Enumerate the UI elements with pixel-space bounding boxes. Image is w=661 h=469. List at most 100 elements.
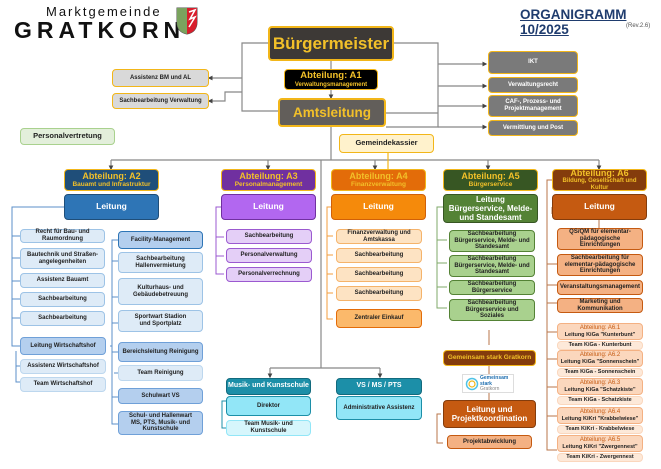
janitor-vs[interactable]: Schulwart VS — [118, 388, 203, 404]
cleaning-lead[interactable]: Bereichsleitung Reinigung — [118, 342, 203, 362]
a6-unit-leader: Leitung KiKri "Krabbelwiese" — [561, 415, 639, 422]
facility-item[interactable]: Kulturhaus- und Gebäudebetreuung — [118, 278, 203, 305]
a6-unit-title: Abteilung: A6.3 — [579, 379, 621, 386]
a4-item[interactable]: Sachbearbeitung — [336, 248, 422, 263]
project-lead[interactable]: Leitung und Projektkoordination — [443, 400, 536, 428]
admin-law-box[interactable]: Verwaltungsrecht — [488, 77, 578, 93]
a5-item[interactable]: Sachbearbeitung Bürgerservice, Melde- un… — [449, 255, 535, 277]
a1-title: Abteilung: A1 — [300, 69, 362, 81]
a3-item[interactable]: Sachbearbeitung — [226, 229, 312, 244]
mayor-box[interactable]: Bürgermeister — [268, 26, 394, 61]
a2-item[interactable]: Bautechnik und Straßen-angelegenheiten — [20, 248, 105, 269]
a6-item[interactable]: Sachbearbeitung für elementar-pädagogisc… — [557, 254, 643, 276]
a6-lead[interactable]: Leitung — [552, 194, 647, 220]
a3-title: Abteilung: A3 — [239, 171, 298, 182]
ikt-box[interactable]: IKT — [488, 51, 578, 74]
a2-item[interactable]: Assistenz Bauamt — [20, 273, 105, 288]
a3-item[interactable]: Personalverrechnung — [226, 267, 312, 282]
a4-lead[interactable]: Leitung — [331, 194, 426, 220]
a2-title: Abteilung: A2 — [82, 171, 141, 182]
admin-clerk-box[interactable]: Sachbearbeitung Verwaltung — [112, 93, 209, 109]
a3-lead[interactable]: Leitung — [221, 194, 316, 220]
a6-unit-leader: Leitung KiKri "Zwergennest" — [562, 443, 638, 450]
a4-item[interactable]: Finanzverwaltung und Amtskassa — [336, 229, 422, 244]
a4-subtitle: Finanzverwaltung — [351, 181, 406, 189]
schools-assistant[interactable]: Administrative Assistenz — [336, 396, 422, 420]
a4-item[interactable]: Sachbearbeitung — [336, 286, 422, 301]
a2-item[interactable]: Recht für Bau- und Raumordnung — [20, 229, 105, 243]
a5-subtitle: Bürgerservice — [468, 181, 513, 189]
a6-unit-team[interactable]: Team KiKri - Zwergennest — [557, 453, 643, 462]
cleaning-team[interactable]: Team Reinigung — [118, 365, 203, 381]
a5-title: Abteilung: A5 — [461, 171, 520, 182]
a2-lead[interactable]: Leitung — [64, 194, 159, 220]
a5-lead[interactable]: Leitung Bürgerservice, Melde- und Stande… — [443, 194, 538, 223]
janitor-ms[interactable]: Schul- und Hallenwart MS, PTS, Musik- un… — [118, 411, 203, 435]
schools-header[interactable]: VS / MS / PTS — [336, 378, 422, 395]
a2-item[interactable]: Sachbearbeitung — [20, 311, 105, 326]
a6-unit-team[interactable]: Team KiGa - Schatzkiste — [557, 396, 643, 405]
music-school-director[interactable]: Direktor — [226, 396, 311, 416]
a5-header[interactable]: Abteilung: A5 Bürgerservice — [443, 169, 538, 191]
a6-item[interactable]: Marketing und Kommunikation — [557, 298, 643, 313]
a4-header[interactable]: Abteilung: A4 Finanzverwaltung — [331, 169, 426, 191]
a6-header[interactable]: Abteilung: A6 Bildung, Gesellschaft und … — [552, 168, 647, 192]
project-logo: Gemeinsam stark Gratkorn — [462, 374, 514, 393]
a6-unit-leader: Leitung KiGa "Kunterbunt" — [564, 331, 636, 338]
project-logo-text-3: Gratkorn — [480, 386, 500, 392]
facility-item[interactable]: Sachbearbeitung Hallenvermietung — [118, 252, 203, 273]
yard-item[interactable]: Assistenz Wirtschaftshof — [20, 359, 106, 374]
a6-unit-leader: Leitung KiGa "Sonnenschein" — [560, 358, 640, 365]
a6-item[interactable]: QS/QM für elementar-pädagogische Einrich… — [557, 228, 643, 250]
yard-lead[interactable]: Leitung Wirtschaftshof — [20, 337, 106, 355]
a6-unit-team[interactable]: Team KiGa - Sonnenschein — [557, 368, 643, 377]
yard-item[interactable]: Team Wirtschaftshof — [20, 377, 106, 392]
a3-item[interactable]: Personalverwaltung — [226, 248, 312, 263]
logo-gratkorn: GRATKORN — [14, 17, 186, 43]
a3-header[interactable]: Abteilung: A3 Personalmanagement — [221, 169, 316, 191]
a5-item[interactable]: Sachbearbeitung Bürgerservice und Sozial… — [449, 299, 535, 321]
a6-unit-title: Abteilung: A6.5 — [579, 436, 621, 443]
a6-unit-title: Abteilung: A6.4 — [579, 408, 621, 415]
project-header[interactable]: Gemeinsam stark Gratkorn — [443, 350, 536, 366]
facility-lead[interactable]: Facility-Management — [118, 231, 203, 249]
facility-item[interactable]: Sportwart Stadion und Sportplatz — [118, 310, 203, 332]
music-school-header[interactable]: Musik- und Kunstschule — [226, 378, 311, 395]
a1-subtitle: Verwaltungsmanagement — [294, 81, 368, 88]
treasurer-box[interactable]: Gemeindekassier — [339, 134, 434, 153]
office-head-box[interactable]: Amtsleitung — [278, 98, 386, 127]
revision-label: (Rev.2.6) — [626, 23, 651, 29]
a3-subtitle: Personalmanagement — [234, 181, 303, 189]
a6-unit-team[interactable]: Team KiGa - Kunterbunt — [557, 341, 643, 350]
staff-council-box[interactable]: Personalvertretung — [20, 128, 115, 145]
a1-box[interactable]: Abteilung: A1 Verwaltungsmanagement — [284, 69, 378, 90]
a6-unit-team[interactable]: Team KiKri - Krabbelwiese — [557, 425, 643, 434]
a6-subtitle: Bildung, Gesellschaft und Kultur — [562, 178, 637, 192]
a5-item[interactable]: Sachbearbeitung Bürgerservice, Melde- un… — [449, 230, 535, 252]
a6-unit-leader: Leitung KiGa "Schatzkiste" — [564, 386, 636, 393]
project-logo-text-2: stark — [480, 380, 492, 387]
logo-municipality-label: Marktgemeinde — [46, 4, 162, 19]
a4-item[interactable]: Sachbearbeitung — [336, 267, 422, 282]
mail-box[interactable]: Vermittlung und Post — [488, 120, 578, 136]
project-logo-text-1: Gemeinsam — [480, 375, 509, 381]
caf-process-box[interactable]: CAF-, Prozess- und Projektmanagement — [488, 95, 578, 117]
music-school-team[interactable]: Team Musik- und Kunstschule — [226, 420, 311, 436]
page-title: ORGANIGRAMM 10/2025 — [520, 7, 627, 37]
a4-purchasing[interactable]: Zentraler Einkauf — [336, 309, 422, 328]
a2-header[interactable]: Abteilung: A2 Bauamt und Infrastruktur — [64, 169, 159, 191]
a5-item[interactable]: Sachbearbeitung Bürgerservice — [449, 280, 535, 295]
a2-subtitle: Bauamt und Infrastruktur — [72, 181, 151, 189]
a4-title: Abteilung: A4 — [349, 171, 408, 182]
a6-unit-title: Abteilung: A6.1 — [579, 324, 621, 331]
assistant-box[interactable]: Assistenz BM und AL — [112, 69, 209, 87]
a6-item[interactable]: Veranstaltungsmanagement — [557, 280, 643, 295]
a2-item[interactable]: Sachbearbeitung — [20, 292, 105, 307]
project-item[interactable]: Projektabwicklung — [447, 435, 532, 449]
